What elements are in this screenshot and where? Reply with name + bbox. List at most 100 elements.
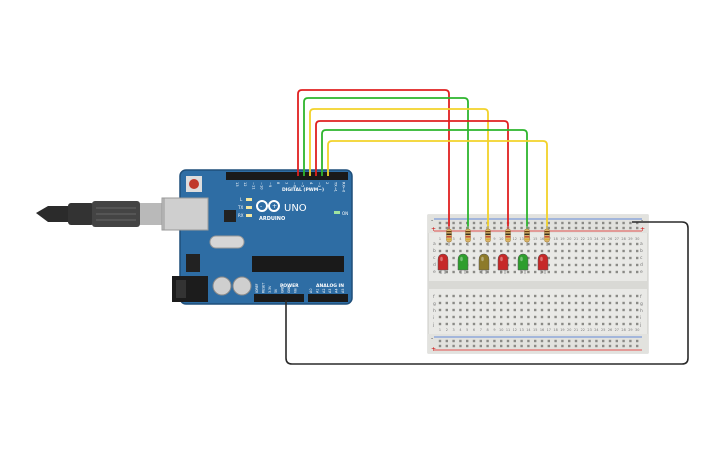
breadboard-hole[interactable]: [581, 221, 584, 225]
breadboard-hole[interactable]: [472, 256, 476, 260]
breadboard-hole[interactable]: [520, 315, 523, 319]
breadboard-hole[interactable]: [520, 322, 523, 326]
breadboard-hole[interactable]: [472, 249, 476, 253]
breadboard-hole[interactable]: [622, 226, 625, 230]
breadboard-hole[interactable]: [479, 226, 482, 230]
breadboard-hole[interactable]: [561, 270, 564, 274]
breadboard-hole[interactable]: [527, 308, 530, 312]
breadboard-hole[interactable]: [547, 263, 550, 267]
breadboard-hole[interactable]: [459, 339, 462, 343]
breadboard-hole[interactable]: [595, 221, 598, 225]
breadboard-hole[interactable]: [636, 242, 639, 246]
breadboard-hole[interactable]: [527, 322, 530, 326]
breadboard-hole[interactable]: [547, 270, 550, 274]
breadboard-hole[interactable]: [588, 221, 591, 225]
breadboard-hole[interactable]: [581, 322, 584, 326]
breadboard-hole[interactable]: [568, 270, 571, 274]
breadboard-hole[interactable]: [602, 301, 605, 305]
breadboard-hole[interactable]: [608, 270, 612, 274]
breadboard-hole[interactable]: [547, 221, 550, 225]
resistor[interactable]: [485, 228, 491, 243]
breadboard-hole[interactable]: [602, 322, 605, 326]
breadboard-hole[interactable]: [513, 294, 516, 298]
breadboard-hole[interactable]: [602, 242, 605, 246]
breadboard-hole[interactable]: [547, 294, 550, 298]
breadboard-hole[interactable]: [629, 270, 632, 274]
breadboard-hole[interactable]: [534, 249, 537, 253]
breadboard-hole[interactable]: [561, 339, 564, 343]
breadboard-hole[interactable]: [500, 301, 503, 305]
breadboard-hole[interactable]: [459, 315, 462, 319]
breadboard-hole[interactable]: [452, 270, 455, 274]
breadboard-hole[interactable]: [588, 242, 591, 246]
breadboard-hole[interactable]: [615, 294, 618, 298]
breadboard-hole[interactable]: [608, 242, 612, 246]
breadboard-hole[interactable]: [615, 242, 618, 246]
breadboard-hole[interactable]: [506, 322, 510, 326]
breadboard-hole[interactable]: [568, 344, 571, 348]
breadboard-hole[interactable]: [629, 221, 632, 225]
breadboard-hole[interactable]: [615, 344, 618, 348]
breadboard-hole[interactable]: [534, 301, 537, 305]
breadboard-hole[interactable]: [547, 339, 550, 343]
breadboard-hole[interactable]: [595, 294, 598, 298]
breadboard-hole[interactable]: [438, 294, 442, 298]
breadboard-hole[interactable]: [500, 339, 503, 343]
breadboard-hole[interactable]: [513, 263, 516, 267]
breadboard-hole[interactable]: [608, 301, 612, 305]
breadboard-hole[interactable]: [595, 242, 598, 246]
breadboard-hole[interactable]: [554, 263, 557, 267]
breadboard-hole[interactable]: [608, 322, 612, 326]
breadboard-hole[interactable]: [452, 263, 455, 267]
breadboard-hole[interactable]: [554, 226, 557, 230]
breadboard-hole[interactable]: [602, 256, 605, 260]
breadboard-hole[interactable]: [608, 315, 612, 319]
breadboard-hole[interactable]: [493, 249, 496, 253]
breadboard-hole[interactable]: [527, 294, 530, 298]
breadboard-hole[interactable]: [629, 249, 632, 253]
breadboard-hole[interactable]: [561, 221, 564, 225]
breadboard-hole[interactable]: [459, 344, 462, 348]
breadboard-hole[interactable]: [506, 294, 510, 298]
breadboard-hole[interactable]: [581, 344, 584, 348]
breadboard-hole[interactable]: [459, 242, 462, 246]
breadboard-hole[interactable]: [452, 308, 455, 312]
breadboard-hole[interactable]: [581, 256, 584, 260]
breadboard-hole[interactable]: [574, 242, 578, 246]
breadboard-hole[interactable]: [445, 315, 448, 319]
breadboard-hole[interactable]: [615, 339, 618, 343]
breadboard-hole[interactable]: [445, 270, 448, 274]
breadboard-hole[interactable]: [608, 226, 612, 230]
breadboard-hole[interactable]: [438, 315, 442, 319]
breadboard-hole[interactable]: [602, 249, 605, 253]
breadboard-hole[interactable]: [500, 308, 503, 312]
breadboard-hole[interactable]: [629, 226, 632, 230]
breadboard-hole[interactable]: [629, 263, 632, 267]
breadboard-hole[interactable]: [493, 226, 496, 230]
breadboard-hole[interactable]: [588, 315, 591, 319]
breadboard-hole[interactable]: [438, 308, 442, 312]
breadboard-hole[interactable]: [636, 249, 639, 253]
breadboard-hole[interactable]: [459, 226, 462, 230]
breadboard-hole[interactable]: [493, 339, 496, 343]
breadboard-hole[interactable]: [493, 221, 496, 225]
breadboard-hole[interactable]: [608, 263, 612, 267]
breadboard-hole[interactable]: [479, 301, 482, 305]
breadboard-hole[interactable]: [595, 315, 598, 319]
breadboard-hole[interactable]: [595, 339, 598, 343]
breadboard-hole[interactable]: [452, 339, 455, 343]
breadboard-hole[interactable]: [472, 270, 476, 274]
breadboard-hole[interactable]: [540, 221, 544, 225]
breadboard-hole[interactable]: [479, 294, 482, 298]
breadboard-hole[interactable]: [479, 322, 482, 326]
breadboard-hole[interactable]: [513, 226, 516, 230]
breadboard-hole[interactable]: [466, 308, 469, 312]
breadboard-hole[interactable]: [568, 226, 571, 230]
breadboard-hole[interactable]: [568, 294, 571, 298]
breadboard-hole[interactable]: [574, 315, 578, 319]
breadboard-hole[interactable]: [445, 301, 448, 305]
breadboard-hole[interactable]: [574, 301, 578, 305]
breadboard-hole[interactable]: [459, 322, 462, 326]
breadboard-hole[interactable]: [554, 256, 557, 260]
